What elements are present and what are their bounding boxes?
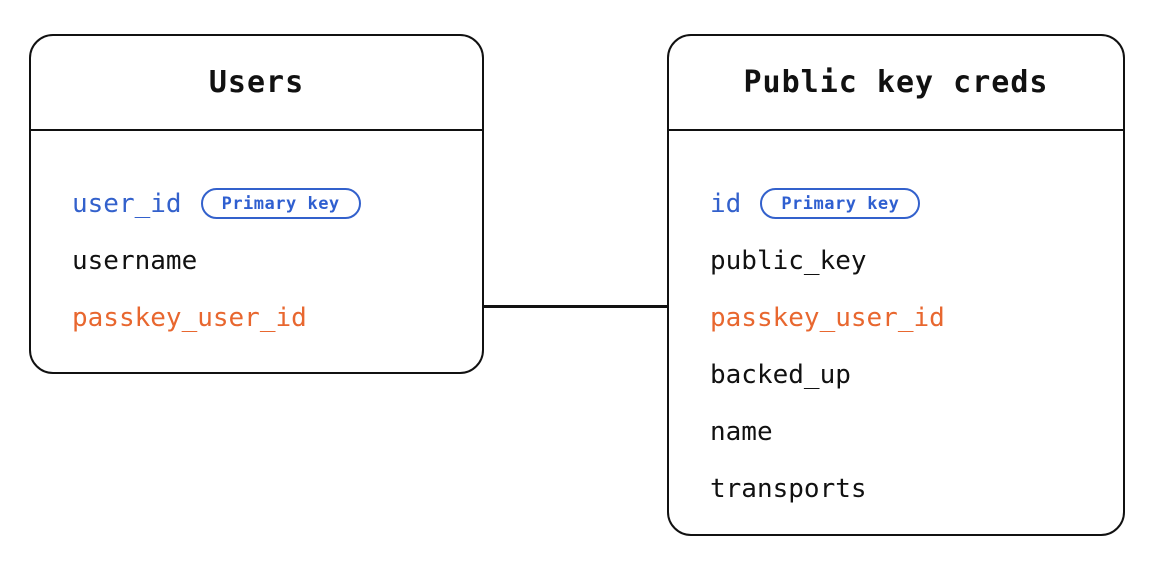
field-row[interactable]: transports	[669, 460, 1123, 517]
entity-title-users: Users	[208, 65, 305, 100]
entity-title-public-key-creds: Public key creds	[743, 65, 1049, 100]
field-name-backed-up: backed_up	[710, 359, 851, 390]
field-row[interactable]: public_key	[669, 232, 1123, 289]
primary-key-badge: Primary key	[200, 188, 361, 219]
field-row[interactable]: id Primary key	[669, 175, 1123, 232]
field-name-public-key: public_key	[710, 245, 867, 276]
field-name-transports: transports	[710, 473, 867, 504]
field-name-passkey-user-id: passkey_user_id	[710, 302, 945, 333]
entity-box-users[interactable]: Users user_id Primary key username passk…	[29, 34, 484, 374]
entity-header-divider	[31, 129, 482, 131]
entity-box-public-key-creds[interactable]: Public key creds id Primary key public_k…	[667, 34, 1125, 536]
field-row[interactable]: name	[669, 403, 1123, 460]
field-name-name: name	[710, 416, 773, 447]
field-name-user-id: user_id	[72, 188, 182, 219]
field-name-passkey-user-id: passkey_user_id	[72, 302, 307, 333]
primary-key-badge: Primary key	[760, 188, 921, 219]
field-row[interactable]: passkey_user_id	[669, 289, 1123, 346]
field-row[interactable]: backed_up	[669, 346, 1123, 403]
relationship-connector-passkey-user-id	[483, 305, 668, 308]
field-name-id: id	[710, 188, 742, 219]
field-row[interactable]: user_id Primary key	[31, 175, 482, 232]
entity-field-list-users: user_id Primary key username passkey_use…	[31, 129, 482, 372]
field-row[interactable]: passkey_user_id	[31, 289, 482, 346]
entity-field-list-public-key-creds: id Primary key public_key passkey_user_i…	[669, 129, 1123, 534]
entity-header-divider	[669, 129, 1123, 131]
field-row[interactable]: username	[31, 232, 482, 289]
field-name-username: username	[72, 245, 198, 276]
